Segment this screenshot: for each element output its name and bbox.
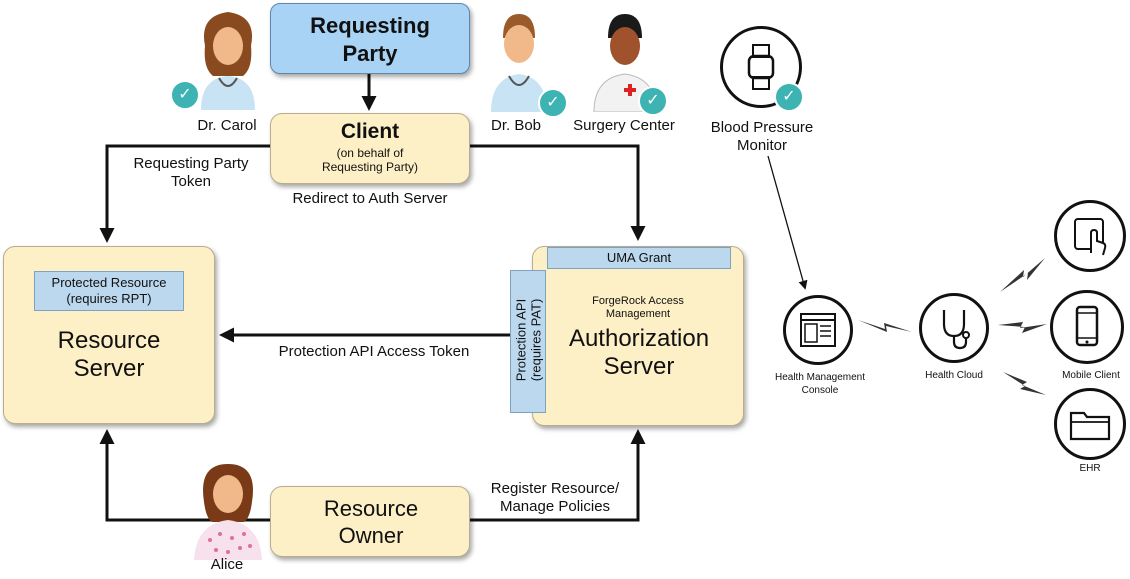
resource-owner-title: Resource Owner <box>323 496 419 548</box>
watch-icon <box>747 44 775 90</box>
surgery-center-label: Surgery Center <box>573 117 675 134</box>
tablet-touch-icon <box>1074 218 1107 256</box>
rpt-edge-label: Requesting Party Token <box>133 155 249 190</box>
health-cloud-node <box>919 293 989 363</box>
ehr-node <box>1054 388 1126 460</box>
check-badge-icon: ✓ <box>538 88 568 118</box>
lightning-bolt-icon <box>1003 372 1046 395</box>
dr-bob-label: Dr. Bob <box>490 117 542 134</box>
check-badge-icon: ✓ <box>774 82 804 112</box>
protection-api-tag: Protection API (requires PAT) <box>510 270 546 413</box>
uma-grant-tag: UMA Grant <box>547 247 731 269</box>
dr-bob-avatar <box>491 14 547 112</box>
register-edge-label: Register Resource/ Manage Policies <box>490 480 620 515</box>
redirect-edge-label: Redirect to Auth Server <box>292 190 448 207</box>
health-cloud-label: Health Cloud <box>925 370 983 381</box>
lightning-bolt-icon <box>858 320 912 332</box>
lightning-bolt-icon <box>1000 258 1045 292</box>
mobile-client-node <box>1050 290 1124 364</box>
dr-carol-label: Dr. Carol <box>197 117 257 134</box>
requesting-party-box: Requesting Party <box>270 3 470 74</box>
auth-server-vendor: ForgeRock Access Management <box>592 295 684 320</box>
arrow-client-to-auth-server <box>470 144 646 241</box>
requesting-party-title: Requesting Party <box>310 13 430 66</box>
client-title: Client <box>340 120 400 143</box>
folder-icon <box>1069 411 1111 441</box>
auth-server-box: ForgeRock Access Management Authorizatio… <box>532 246 744 426</box>
mobile-client-label: Mobile Client <box>1062 370 1120 381</box>
bp-monitor-label: Blood Pressure Monitor <box>710 119 814 154</box>
alice-avatar <box>194 464 262 560</box>
ehr-label: EHR <box>1079 463 1101 474</box>
resource-owner-box: Resource Owner <box>270 486 470 557</box>
client-subtitle: (on behalf of Requesting Party) <box>321 146 419 174</box>
console-window-icon <box>800 313 836 347</box>
arrow-owner-to-auth-server <box>470 429 646 522</box>
health-console-node <box>783 295 853 365</box>
resource-server-title: Resource Server <box>57 327 161 382</box>
phone-icon <box>1075 305 1099 347</box>
stethoscope-icon <box>942 310 970 350</box>
lightning-bolt-icon <box>998 322 1047 333</box>
check-badge-icon: ✓ <box>638 86 668 116</box>
arrow-bp-to-console <box>767 155 808 290</box>
check-badge-icon: ✓ <box>170 80 200 110</box>
arrow-client-to-resource-server <box>99 144 270 243</box>
auth-server-title: Authorization Server <box>568 325 710 380</box>
client-box: Client (on behalf of Requesting Party) <box>270 113 470 184</box>
pat-token-edge-label: Protection API Access Token <box>278 343 470 360</box>
alice-label: Alice <box>210 556 244 573</box>
dr-carol-avatar <box>201 12 255 110</box>
tablet-touch-node <box>1054 200 1126 272</box>
protection-api-label: Protection API (requires PAT) <box>513 298 544 382</box>
protected-resource-tag: Protected Resource (requires RPT) <box>34 271 184 311</box>
resource-server-box: Protected Resource (requires RPT) Resour… <box>3 246 215 424</box>
health-console-label: Health Management Console <box>774 372 866 396</box>
